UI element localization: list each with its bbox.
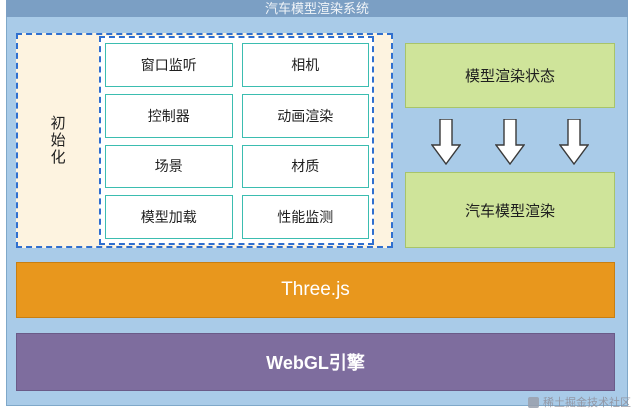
threejs-layer[interactable]: Three.js [16, 262, 615, 318]
module-box-performance-monitor[interactable]: 性能监测 [241, 195, 369, 239]
module-box-model-loading[interactable]: 模型加载 [105, 195, 233, 239]
down-arrow-icon-3 [559, 119, 589, 165]
watermark-logo-icon [528, 396, 539, 408]
module-box-scene[interactable]: 场景 [105, 144, 233, 189]
modules-grid: 窗口监听 相机 控制器 动画渲染 场景 材质 模型加载 性能监测 [105, 43, 369, 239]
module-box-window-listener[interactable]: 窗口监听 [105, 43, 233, 87]
watermark-text: 稀土掘金技术社区 [543, 397, 631, 409]
down-arrow-icon-2 [495, 119, 525, 165]
watermark: 稀土掘金技术社区 [528, 394, 631, 410]
diagram-title: 汽车模型渲染系统 [6, 0, 628, 17]
initialization-label-text: 初始化 [48, 115, 66, 166]
car-model-render-box[interactable]: 汽车模型渲染 [405, 172, 615, 248]
initialization-label: 初始化 [18, 33, 96, 248]
down-arrow-icon-1 [431, 119, 461, 165]
module-box-controller[interactable]: 控制器 [105, 93, 233, 138]
model-render-state-box[interactable]: 模型渲染状态 [405, 43, 615, 108]
webgl-layer[interactable]: WebGL引擎 [16, 333, 615, 391]
module-box-camera[interactable]: 相机 [241, 43, 369, 87]
module-box-animation-render[interactable]: 动画渲染 [241, 93, 369, 138]
module-box-material[interactable]: 材质 [241, 144, 369, 189]
arrow-group [405, 116, 615, 168]
